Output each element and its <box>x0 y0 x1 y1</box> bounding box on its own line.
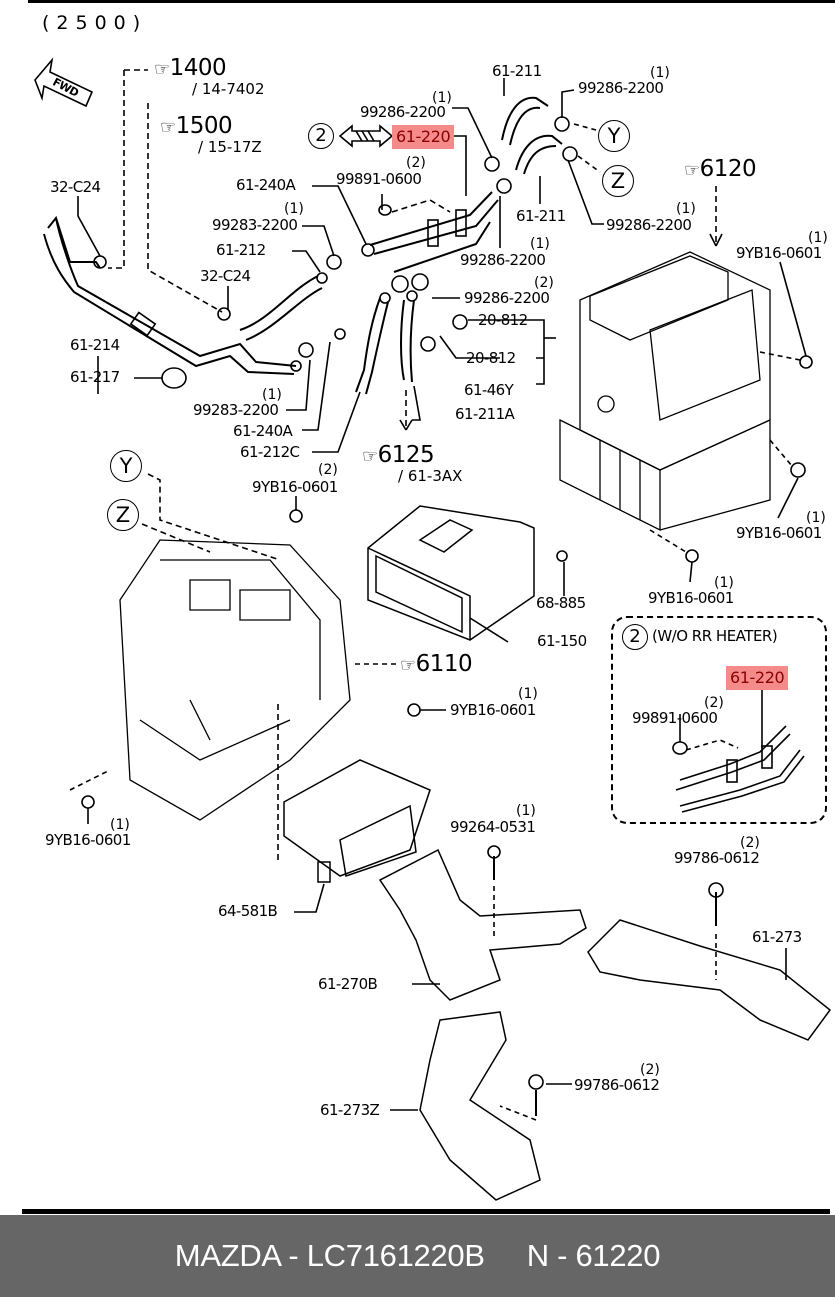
callout-circle-z-lower: Z <box>107 499 139 531</box>
qty-label: (1) <box>262 387 282 403</box>
callout-circle-z: Z <box>602 165 634 197</box>
qty-label: (2) <box>534 275 554 291</box>
variant-circle-2: 2 <box>622 624 648 650</box>
part-99891-0600[interactable]: 99891-0600 <box>336 170 422 188</box>
part-9yb16-0601[interactable]: 9YB16-0601 <box>450 701 536 719</box>
fwd-arrow-icon <box>34 57 94 108</box>
callout-circle-y-lower: Y <box>110 450 142 482</box>
part-64-581b[interactable]: 64-581B <box>218 902 278 920</box>
part-32-c24[interactable]: 32-C24 <box>50 178 101 196</box>
ref-1500[interactable]: ☞1500 <box>160 113 233 139</box>
ref-6110[interactable]: ☞6110 <box>400 651 473 677</box>
part-61-212c[interactable]: 61-212C <box>240 443 300 461</box>
part-9yb16-0601[interactable]: 9YB16-0601 <box>736 244 822 262</box>
double-arrow-icon <box>338 124 394 148</box>
diagram-drawing <box>34 57 832 1201</box>
part-99264-0531[interactable]: 99264-0531 <box>450 818 536 836</box>
qty-label: (2) <box>640 1062 660 1078</box>
part-99786-0612[interactable]: 99786-0612 <box>674 849 760 867</box>
qty-label: (1) <box>518 686 538 702</box>
heater-core-drawing <box>119 539 351 821</box>
variant-part-99891-0600[interactable]: 99891-0600 <box>632 709 718 727</box>
part-61-211[interactable]: 61-211 <box>492 62 542 80</box>
variant-part-61-220-highlight[interactable]: 61-220 <box>726 666 789 690</box>
ref-6120[interactable]: ☞6120 <box>684 156 757 182</box>
qty-label: (1) <box>650 65 670 81</box>
part-9yb16-0601[interactable]: 9YB16-0601 <box>736 524 822 542</box>
ref-6125-sub: / 61-3AX <box>398 467 463 485</box>
part-99283-2200[interactable]: 99283-2200 <box>193 401 279 419</box>
part-61-273[interactable]: 61-273 <box>752 928 802 946</box>
qty-label: (2) <box>740 835 760 851</box>
callout-circle-2: 2 <box>308 123 334 149</box>
hand-pointer-icon: ☞ <box>684 160 700 181</box>
part-99786-0612[interactable]: 99786-0612 <box>574 1076 660 1094</box>
blower-unit-drawing <box>367 505 535 641</box>
part-61-217[interactable]: 61-217 <box>70 368 120 386</box>
ref-6125[interactable]: ☞6125 <box>362 442 435 468</box>
callout-circle-y: Y <box>598 120 630 152</box>
part-9yb16-0601[interactable]: 9YB16-0601 <box>45 831 131 849</box>
bottom-border <box>22 1209 830 1214</box>
part-9yb16-0601[interactable]: 9YB16-0601 <box>648 589 734 607</box>
hand-pointer-icon: ☞ <box>154 59 170 80</box>
part-61-220-highlight[interactable]: 61-220 <box>392 125 455 149</box>
qty-label: (1) <box>284 201 304 217</box>
part-20-812[interactable]: 20-812 <box>478 311 528 329</box>
hand-pointer-icon: ☞ <box>362 446 378 467</box>
qty-label: (1) <box>516 803 536 819</box>
parts-diagram: (2500) FWD ☞1400 / 14-7402 ☞1500 / 15-17… <box>22 0 835 1214</box>
hand-pointer-icon: ☞ <box>400 655 416 676</box>
part-99286-2200[interactable]: 99286-2200 <box>460 251 546 269</box>
variant-box-title: (W/O RR HEATER) <box>652 627 778 645</box>
variant-pipe-drawing <box>675 725 805 813</box>
part-99286-2200[interactable]: 99286-2200 <box>464 289 550 307</box>
duct-61-270b-drawing <box>378 848 587 1001</box>
part-9yb16-0601[interactable]: 9YB16-0601 <box>252 478 338 496</box>
footer-reference-number: N - 61220 <box>526 1238 661 1273</box>
top-border <box>28 0 835 3</box>
qty-label: (1) <box>432 90 452 106</box>
footer-part-banner: MAZDA - LC7161220B N - 61220 <box>0 1215 835 1297</box>
section-code: (2500) <box>42 12 148 34</box>
duct-61-273z-drawing <box>419 1011 541 1201</box>
part-99286-2200[interactable]: 99286-2200 <box>360 103 446 121</box>
part-32-c24[interactable]: 32-C24 <box>200 267 251 285</box>
part-61-240a[interactable]: 61-240A <box>233 422 293 440</box>
ref-1400[interactable]: ☞1400 <box>154 55 227 81</box>
part-99286-2200[interactable]: 99286-2200 <box>606 216 692 234</box>
part-61-270b[interactable]: 61-270B <box>318 975 378 993</box>
part-61-212[interactable]: 61-212 <box>216 241 266 259</box>
part-61-240a[interactable]: 61-240A <box>236 176 296 194</box>
qty-label: (1) <box>110 817 130 833</box>
heater-unit-drawing <box>559 251 771 532</box>
part-61-46y[interactable]: 61-46Y <box>464 381 514 399</box>
ref-1400-sub: / 14-7402 <box>192 80 265 98</box>
part-99283-2200[interactable]: 99283-2200 <box>212 216 298 234</box>
duct-61-273-drawing <box>587 919 832 1041</box>
part-61-273z[interactable]: 61-273Z <box>320 1101 380 1119</box>
qty-label: (1) <box>676 201 696 217</box>
qty-label: (2) <box>704 695 724 711</box>
part-99286-2200[interactable]: 99286-2200 <box>578 79 664 97</box>
part-61-150[interactable]: 61-150 <box>537 632 587 650</box>
qty-label: (2) <box>318 462 338 478</box>
hand-pointer-icon: ☞ <box>160 117 176 138</box>
footer-brand-part-number: MAZDA - LC7161220B <box>174 1238 485 1273</box>
qty-label: (1) <box>808 230 828 246</box>
part-68-885[interactable]: 68-885 <box>536 594 586 612</box>
duct-64-581b-drawing <box>283 759 431 883</box>
variant-box-wo-rr-heater <box>611 616 827 824</box>
part-61-211a[interactable]: 61-211A <box>455 405 515 423</box>
qty-label: (1) <box>806 510 826 526</box>
part-61-211[interactable]: 61-211 <box>516 207 566 225</box>
part-61-214[interactable]: 61-214 <box>70 336 120 354</box>
part-20-812[interactable]: 20-812 <box>466 349 516 367</box>
qty-label: (1) <box>530 236 550 252</box>
qty-label: (2) <box>406 155 426 171</box>
qty-label: (1) <box>714 575 734 591</box>
ref-1500-sub: / 15-17Z <box>198 138 262 156</box>
